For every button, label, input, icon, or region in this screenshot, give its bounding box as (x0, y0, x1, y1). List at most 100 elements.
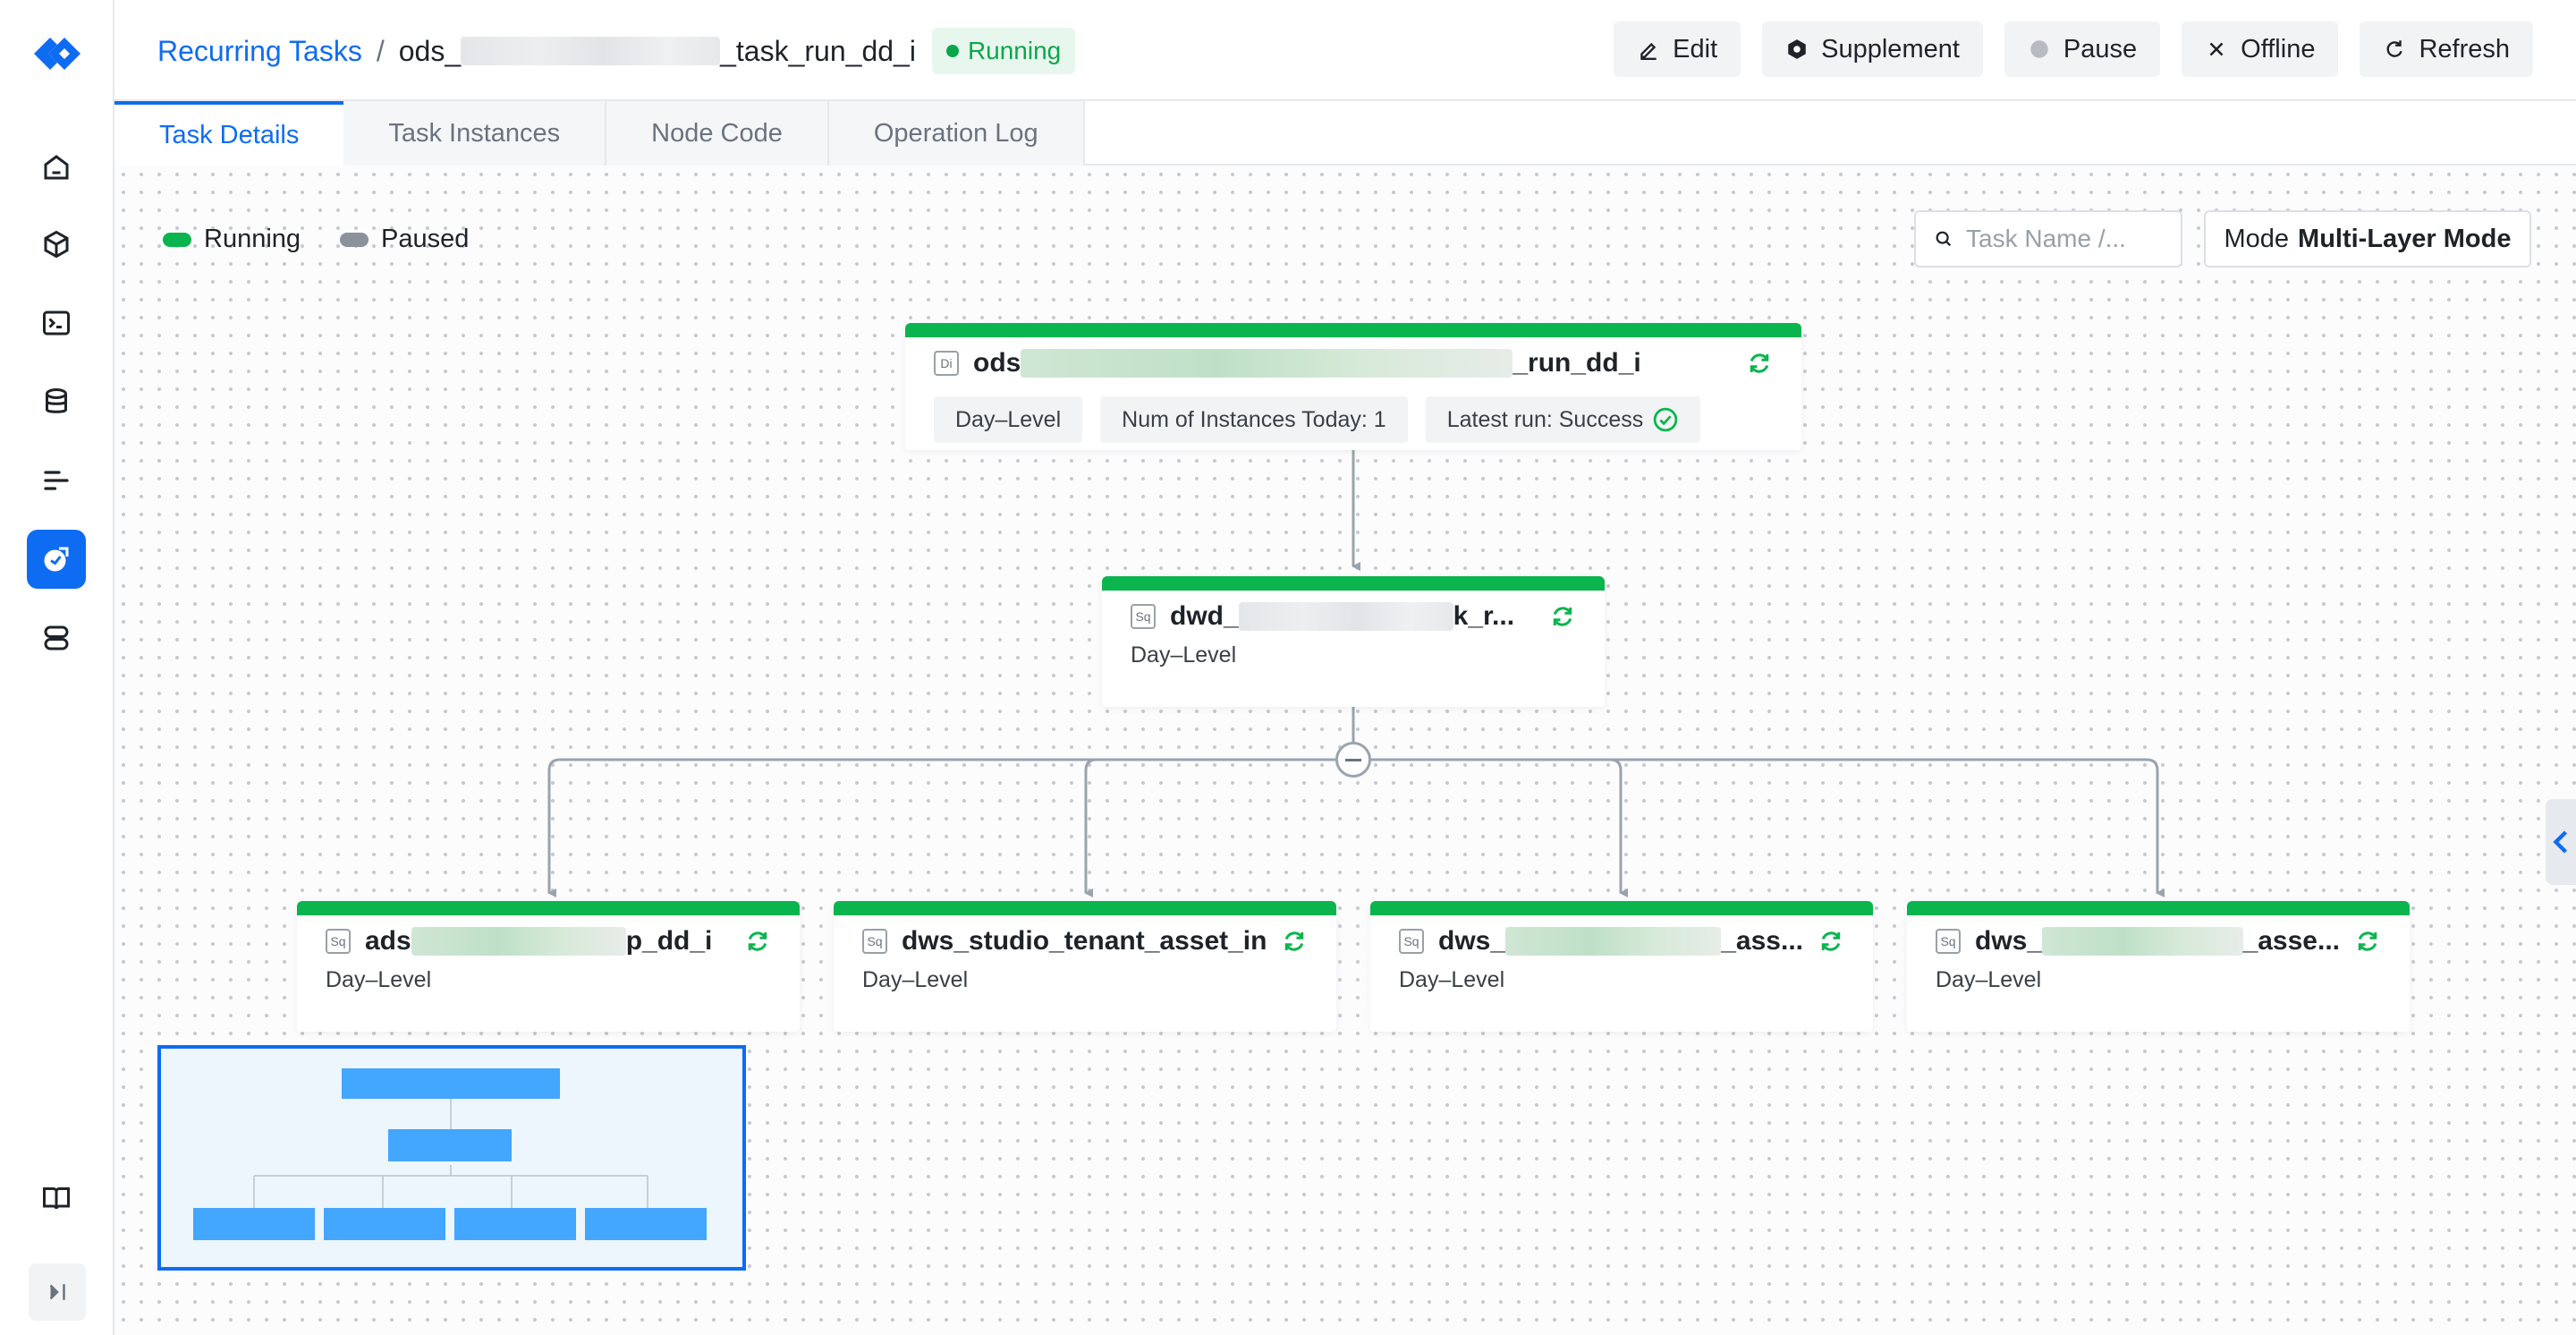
minimap[interactable] (157, 1045, 746, 1271)
legend-paused-swatch (340, 232, 369, 247)
node-level: Day–Level (1399, 967, 1505, 992)
legend-running-swatch (163, 232, 191, 247)
running-status-icon (1553, 607, 1572, 626)
node-title-prefix: dws_studio_tenant_asset_inf... (902, 926, 1267, 956)
node-title: dws_ _ass... (1438, 926, 1803, 957)
node-type-icon: Sq (862, 929, 887, 954)
tab-task-instances[interactable]: Task Instances (343, 101, 607, 166)
tab-node-code[interactable]: Node Code (606, 101, 829, 166)
list-icon (44, 471, 69, 490)
refresh-icon (2387, 40, 2403, 57)
expand-panel-button[interactable] (2546, 799, 2576, 885)
tag-latest-run-label: Latest run: Success (1446, 406, 1644, 432)
minimap-edges (253, 1099, 648, 1208)
sidebar-item-terminal[interactable] (27, 293, 86, 353)
node-title-prefix: dws_ (1438, 926, 1506, 956)
task-search (1914, 210, 2182, 268)
node-level: Day–Level (1936, 967, 2042, 992)
brand-logo[interactable] (29, 34, 82, 73)
tag-level: Day–Level (934, 396, 1083, 443)
search-icon (1936, 231, 1952, 247)
dag-node-child-3[interactable]: Sq dws_ _ass... Day–Level (1370, 901, 1873, 1032)
node-title-suffix: _ass... (1721, 926, 1803, 956)
collapse-sidebar-icon (49, 1284, 65, 1300)
minimap-node (342, 1068, 560, 1099)
pause-button[interactable]: Pause (2004, 21, 2161, 77)
refresh-label: Refresh (2419, 34, 2510, 64)
redacted-text (2042, 927, 2243, 956)
collapse-children-button[interactable] (1335, 742, 1371, 778)
minimap-node (324, 1208, 445, 1240)
dag-node-child-4[interactable]: Sq dws_ _asse... Day–Level (1907, 901, 2410, 1032)
close-icon (2209, 42, 2224, 56)
redacted-text (461, 37, 721, 65)
node-type-icon: Sq (1936, 929, 1961, 954)
tag-latest-run: Latest run: Success (1425, 396, 1701, 443)
dag-node-child-1[interactable]: Sq ads p_dd_i Day–Level (297, 901, 800, 1032)
dag-node-child-2[interactable]: Sq dws_studio_tenant_asset_inf... Day–Le… (834, 901, 1336, 1032)
running-status-icon (1750, 353, 1769, 373)
status-badge: Running (931, 28, 1076, 74)
node-type-icon: Sq (1131, 604, 1156, 629)
redacted-text (1238, 602, 1453, 631)
tab-operation-log[interactable]: Operation Log (828, 101, 1085, 166)
task-name-prefix: ods_ (398, 34, 462, 67)
cube-icon (44, 230, 69, 259)
collapse-sidebar-button[interactable] (29, 1263, 86, 1321)
search-input[interactable] (1966, 225, 2163, 253)
redacted-text (411, 927, 626, 956)
pause-dot-icon (2030, 40, 2048, 58)
node-title-suffix: k_r... (1453, 601, 1515, 631)
running-status-icon (2358, 931, 2377, 951)
task-name-suffix: _task_run_dd_i (720, 34, 916, 67)
tab-bar: Task Details Task Instances Node Code Op… (114, 101, 2576, 166)
node-title: dws_studio_tenant_asset_inf... (902, 926, 1267, 957)
node-type-icon: Di (934, 351, 959, 376)
ops-icon (44, 547, 69, 572)
node-type-icon: Sq (1399, 929, 1424, 954)
node-title-prefix: dwd_ (1170, 601, 1239, 631)
book-icon (43, 1187, 70, 1210)
legend: Running Paused (163, 225, 469, 254)
node-level: Day–Level (862, 967, 969, 992)
breadcrumb-recurring-tasks[interactable]: Recurring Tasks (157, 34, 362, 67)
dag-canvas[interactable]: Running Paused Mode Multi-Layer Mode (114, 166, 2576, 1335)
tab-task-details[interactable]: Task Details (114, 101, 344, 166)
sidebar-item-package[interactable] (27, 215, 86, 274)
sidebar-item-database[interactable] (27, 372, 86, 431)
running-status-icon (1821, 931, 1841, 951)
edit-button[interactable]: Edit (1614, 21, 1741, 77)
supplement-button[interactable]: Supplement (1762, 21, 1983, 77)
node-title: ods _run_dd_i (973, 348, 1732, 378)
pencil-icon (1640, 42, 1657, 61)
running-status-icon (748, 931, 767, 951)
server-icon (44, 625, 69, 650)
node-title-suffix: p_dd_i (625, 926, 713, 956)
edit-label: Edit (1673, 34, 1718, 64)
dag-node-root[interactable]: Di ods _run_dd_i Day–Level Num of Instan… (905, 323, 1801, 450)
refresh-button[interactable]: Refresh (2360, 21, 2533, 77)
dag-node-middle[interactable]: Sq dwd_ k_r... Day–Level (1102, 576, 1605, 707)
sidebar-item-list[interactable] (27, 451, 86, 510)
sidebar-item-home[interactable] (27, 138, 86, 197)
offline-button[interactable]: Offline (2182, 21, 2339, 77)
minimap-node (585, 1208, 707, 1240)
node-level: Day–Level (1131, 642, 1237, 668)
chevron-left-icon (2553, 830, 2568, 854)
supplement-label: Supplement (1821, 34, 1960, 64)
supplement-icon (1788, 39, 1806, 59)
mode-label: Mode (2224, 224, 2290, 253)
redacted-text (1505, 927, 1722, 956)
sidebar-item-servers[interactable] (27, 608, 86, 668)
sidebar-item-ops[interactable] (27, 530, 86, 589)
database-icon (46, 388, 67, 413)
terminal-icon (43, 310, 70, 336)
sidebar-item-docs[interactable] (27, 1169, 86, 1228)
node-title-suffix: _run_dd_i (1513, 348, 1641, 378)
node-level: Day–Level (326, 967, 432, 992)
status-text: Running (967, 37, 1062, 64)
header-actions: Edit Supplement Pause Offline Refresh (1614, 21, 2533, 77)
status-dot (945, 45, 959, 57)
mode-select[interactable]: Mode Multi-Layer Mode (2204, 210, 2531, 268)
breadcrumb-separator: / (376, 34, 385, 67)
